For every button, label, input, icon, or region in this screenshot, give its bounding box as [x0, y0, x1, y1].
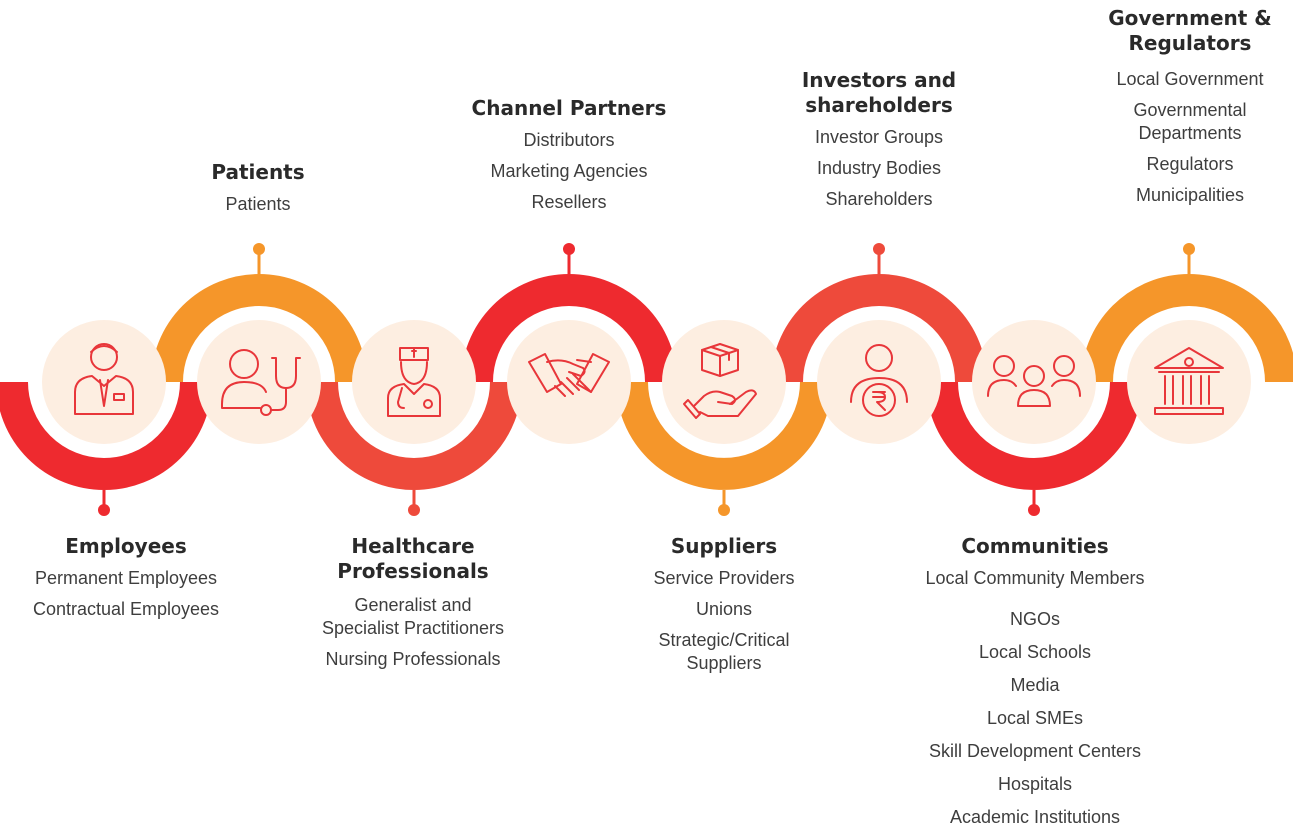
group-channel: Channel Partners Distributors Marketing …	[444, 96, 694, 222]
group-item: Industry Bodies	[816, 158, 942, 178]
group-item: Strategic/Critical Suppliers	[658, 630, 790, 673]
wave-segment-channel	[461, 274, 677, 383]
circle-communities	[972, 320, 1096, 444]
wave-segment-suppliers	[616, 381, 832, 490]
group-communities: Communities Local Community Members NGOs…	[890, 534, 1180, 829]
group-title: Investors and shareholders	[801, 68, 957, 117]
connectors	[98, 243, 1195, 516]
group-item: Hospitals	[997, 774, 1073, 794]
connector-dot-patients	[253, 243, 265, 255]
circle-healthcare	[352, 320, 476, 444]
circle-patients	[197, 320, 321, 444]
group-item: Regulators	[1146, 154, 1234, 174]
group-item: Contractual Employees	[32, 599, 220, 619]
group-item: NGOs	[1009, 609, 1060, 629]
group-item: Resellers	[531, 192, 607, 212]
employee-icon	[74, 343, 134, 415]
wave-segment-employees	[0, 381, 212, 490]
group-healthcare: Healthcare Professionals Generalist and …	[288, 534, 538, 679]
connector-dot-communities	[1028, 504, 1040, 516]
group-item: Generalist and Specialist Practitioners	[321, 595, 505, 638]
group-item: Marketing Agencies	[490, 161, 648, 181]
connector-dot-employees	[98, 504, 110, 516]
wave-segment-communities	[926, 381, 1142, 490]
circle-government	[1127, 320, 1251, 444]
group-item: Skill Development Centers	[928, 741, 1142, 761]
connector-dot-government	[1183, 243, 1195, 255]
patient-stethoscope-icon	[221, 349, 301, 416]
group-title: Communities	[961, 534, 1109, 558]
circle-channel	[507, 320, 631, 444]
group-item: Local Government	[1116, 69, 1264, 89]
group-item: Distributors	[523, 130, 615, 150]
box-in-hand-icon	[683, 343, 757, 419]
wave-segment-investors	[771, 274, 987, 383]
group-title: Suppliers	[670, 534, 778, 558]
group-item: Municipalities	[1135, 185, 1245, 205]
community-people-icon	[987, 355, 1081, 407]
group-suppliers: Suppliers Service Providers Unions Strat…	[614, 534, 834, 683]
group-item: Media	[1010, 675, 1060, 695]
connector-dot-investors	[873, 243, 885, 255]
circle-suppliers	[662, 320, 786, 444]
group-item: Academic Institutions	[949, 807, 1121, 827]
group-item: Service Providers	[653, 568, 795, 588]
group-title: Employees	[65, 534, 187, 558]
group-title: Healthcare Professionals	[337, 534, 489, 583]
investor-rupee-icon	[850, 344, 908, 417]
doctor-icon	[387, 347, 441, 417]
government-building-icon	[1154, 347, 1224, 415]
group-government: Government & Regulators Local Government…	[1088, 6, 1292, 215]
circle-investors	[817, 320, 941, 444]
group-item: Nursing Professionals	[325, 649, 501, 669]
connector-dot-healthcare	[408, 504, 420, 516]
group-item: Local Schools	[978, 642, 1092, 662]
group-item: Patients	[225, 194, 291, 214]
wave-segment-patients	[151, 274, 367, 383]
group-item: Unions	[695, 599, 753, 619]
group-item: Shareholders	[825, 189, 933, 209]
group-item: Governmental Departments	[1133, 100, 1247, 143]
group-item: Investor Groups	[814, 127, 944, 147]
group-employees: Employees Permanent Employees Contractua…	[4, 534, 248, 629]
wave-segment-government	[1081, 274, 1293, 383]
group-item: Local SMEs	[986, 708, 1084, 728]
group-title: Channel Partners	[471, 96, 667, 120]
wave-segment-healthcare	[306, 381, 522, 490]
handshake-icon	[528, 353, 610, 397]
group-title: Government & Regulators	[1108, 6, 1272, 55]
group-investors: Investors and shareholders Investor Grou…	[764, 68, 994, 219]
group-patients: Patients Patients	[158, 160, 358, 224]
connector-dot-channel	[563, 243, 575, 255]
group-item: Local Community Members	[925, 568, 1145, 588]
group-title: Patients	[211, 160, 305, 184]
connector-dot-suppliers	[718, 504, 730, 516]
circle-employees	[42, 320, 166, 444]
group-item: Permanent Employees	[34, 568, 218, 588]
